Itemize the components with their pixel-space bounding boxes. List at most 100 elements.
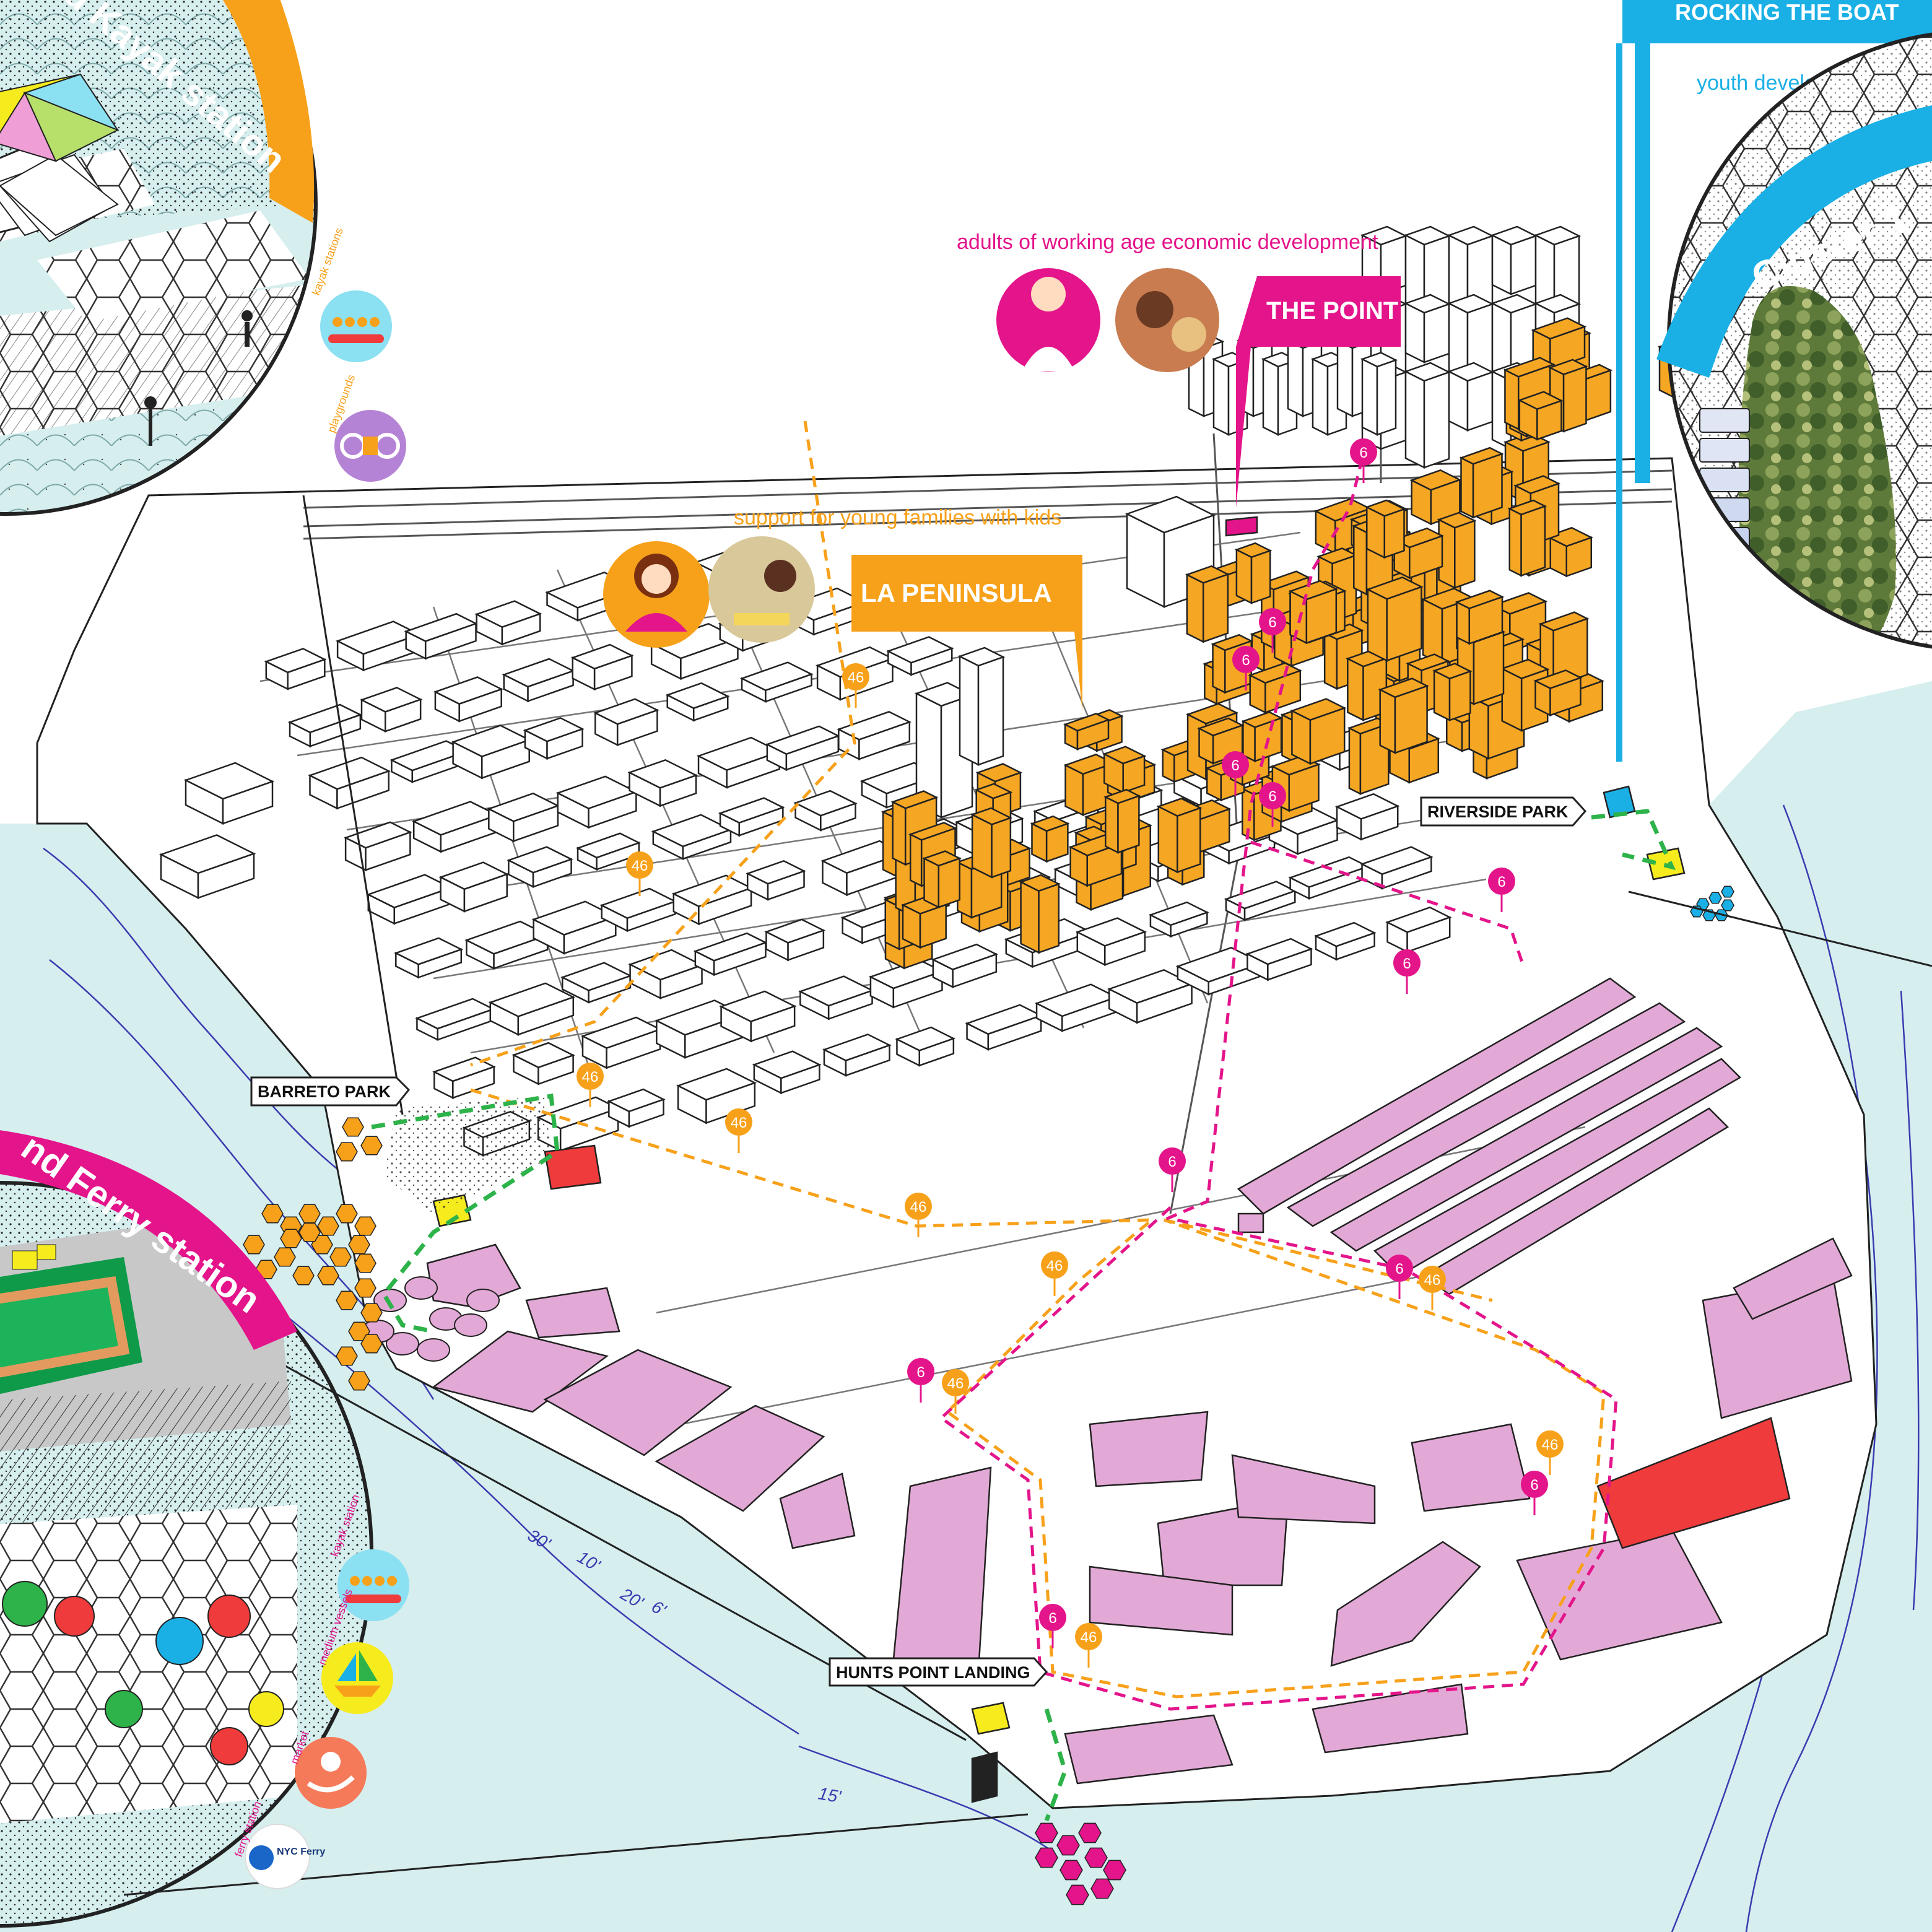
white-building: [507, 846, 573, 889]
hex-tile: [261, 1204, 284, 1224]
color-swatch: [1699, 557, 1750, 581]
route-marker: 46: [942, 1369, 969, 1414]
kayak-station-detail: nd Kayak station: [0, 0, 318, 516]
hex-tile: [329, 1247, 352, 1267]
orange-hex-dock: [243, 1117, 383, 1391]
housing-block: [1545, 526, 1594, 578]
housing-block: [1019, 874, 1061, 954]
blue-station: [1603, 785, 1636, 819]
white-building: [560, 962, 633, 1004]
white-building: [487, 792, 560, 843]
hex-tile: [274, 1247, 296, 1267]
housing-block: [1533, 669, 1583, 717]
white-building: [1075, 917, 1147, 967]
the-point-callout: THE POINT adults of working age economic…: [957, 230, 1401, 508]
storage-tanks: [361, 1276, 500, 1362]
white-building: [895, 1026, 956, 1067]
white-building: [746, 859, 806, 901]
hex-tile: [354, 1216, 376, 1236]
route-marker: 6: [1393, 949, 1421, 994]
la-peninsula-callout: LA PENINSULA support for young families …: [603, 506, 1082, 712]
hex-tile: [348, 1371, 370, 1391]
white-building: [696, 736, 781, 789]
white-building: [718, 797, 785, 837]
route-marker: 6: [1259, 782, 1286, 827]
route-marker-text: 6: [1268, 788, 1276, 805]
white-building: [822, 1033, 892, 1077]
housing-block: [922, 850, 962, 909]
white-building: [752, 1050, 822, 1095]
white-tower: [1490, 225, 1538, 296]
white-building: [488, 982, 575, 1036]
white-building: [1245, 938, 1313, 981]
depth-label: 15': [817, 1783, 843, 1806]
white-building: [593, 698, 659, 747]
hex-tile: [336, 1290, 358, 1310]
white-building: [886, 636, 954, 676]
kids-photo: [708, 536, 815, 643]
hex-tile: [354, 1278, 376, 1298]
legend-kayak-stations: kayak stations: [310, 226, 392, 362]
barreto-park-text: BARRETO PARK: [258, 1082, 391, 1101]
route-marker-text: 46: [947, 1375, 964, 1392]
highlight-blocks: [432, 516, 1791, 1803]
hex-tile: [243, 1235, 265, 1255]
white-building: [183, 762, 275, 825]
housing-block: [970, 807, 1013, 879]
color-swatch: [1699, 616, 1750, 641]
housing-block: [1365, 499, 1406, 559]
magenta-hex-dock: [1035, 1822, 1126, 1905]
route-marker-text: 46: [910, 1199, 927, 1216]
route-marker: 46: [1536, 1430, 1564, 1475]
white-building: [739, 661, 814, 703]
red-facility: [1596, 1417, 1791, 1549]
route-marker-text: 46: [632, 858, 648, 874]
route-marker-text: 6: [1231, 757, 1239, 774]
white-building: [1224, 881, 1297, 921]
route-marker-text: 6: [1359, 445, 1367, 461]
white-building: [649, 622, 740, 681]
white-building: [665, 682, 730, 722]
housing-block: [1409, 469, 1462, 526]
hex-tile: [342, 1117, 364, 1137]
hex-tile: [360, 1334, 383, 1354]
housing-block: [1459, 446, 1504, 519]
route-marker: 46: [1419, 1266, 1446, 1310]
white-tower: [1125, 495, 1216, 609]
housing-block: [1365, 577, 1424, 662]
white-building: [599, 887, 677, 933]
white-building: [451, 724, 531, 780]
hex-tile: [336, 1346, 358, 1366]
housing-block: [1378, 677, 1429, 754]
legend-playgrounds: playgrounds: [325, 373, 406, 482]
route-marker: 46: [842, 663, 869, 708]
route-marker-text: 6: [1497, 874, 1505, 890]
route-marker: 6: [1488, 868, 1515, 912]
route-marker: 6: [1259, 608, 1286, 653]
storage-tank: [466, 1289, 500, 1312]
white-building: [764, 918, 826, 962]
route-marker-text: 46: [582, 1069, 599, 1086]
white-building: [308, 756, 391, 810]
white-building: [628, 949, 704, 999]
white-tower: [1447, 362, 1495, 432]
housing-block: [1156, 798, 1203, 874]
hex-tile: [1084, 1847, 1108, 1868]
hunts-point-landing-label: HUNTS POINT LANDING: [829, 1657, 1048, 1687]
hex-tile: [360, 1136, 383, 1155]
route-marker-text: 46: [1542, 1437, 1559, 1453]
white-building: [523, 717, 585, 760]
route-marker-text: 6: [1403, 955, 1411, 972]
white-building: [433, 676, 503, 723]
housing-block: [1347, 717, 1391, 796]
ferry-icon: [249, 1845, 274, 1870]
route-marker: 6: [1039, 1604, 1066, 1648]
la-peninsula-title: LA PENINSULA: [861, 578, 1052, 607]
white-building: [464, 920, 550, 970]
route-marker: 6: [1350, 438, 1377, 483]
housing-block: [1290, 698, 1347, 765]
hex-tile: [336, 1204, 358, 1224]
route-marker: 6: [907, 1358, 934, 1403]
